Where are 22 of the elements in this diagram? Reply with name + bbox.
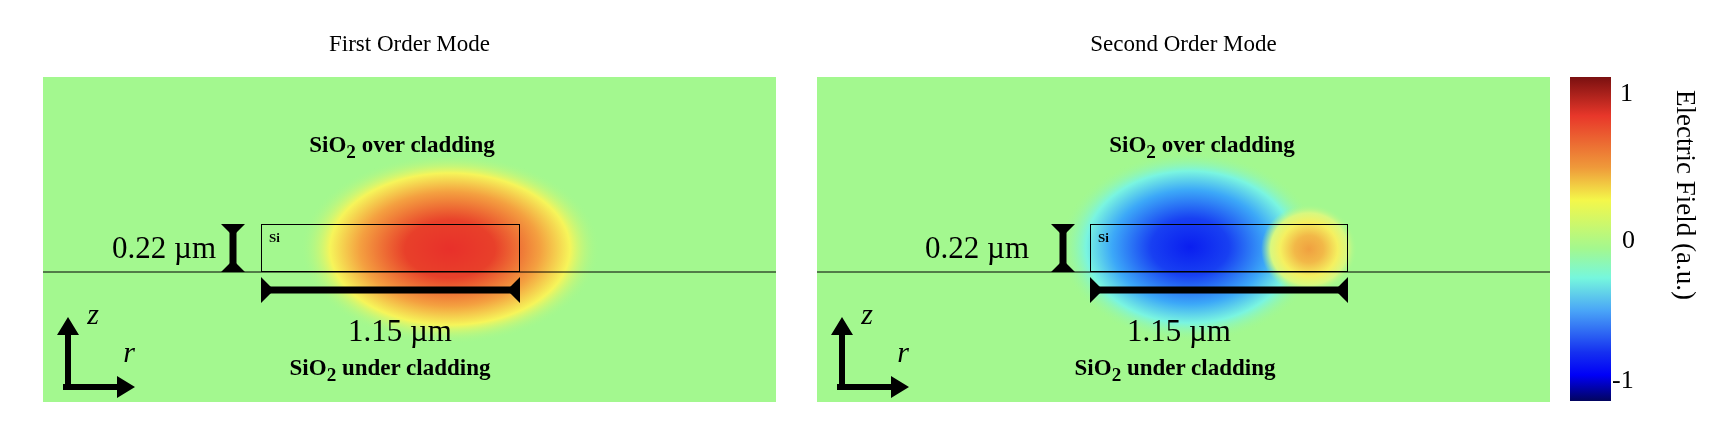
- waveguide-box: [1090, 224, 1348, 272]
- axis-label: r: [897, 337, 909, 367]
- dimension-label: 0.22 µm: [112, 231, 216, 263]
- axis-label: z: [861, 299, 873, 329]
- tick-label: 0: [1622, 227, 1635, 253]
- dimension-label: 1.15 µm: [1127, 314, 1231, 346]
- region-label: SiO$_{2}$ over cladding: [1109, 133, 1295, 161]
- region-label: SiO$_{2}$ under cladding: [1074, 356, 1276, 384]
- dimension-label: 0.22 µm: [925, 231, 1029, 263]
- dimension-label: 1.15 µm: [348, 314, 452, 346]
- tick-label: 1: [1620, 80, 1633, 106]
- region-label: SiO$_{2}$ under cladding: [289, 356, 491, 384]
- tick-label: -1: [1612, 367, 1634, 393]
- panel-title: Second Order Mode: [1089, 31, 1278, 57]
- colorbar-label: Electric Field (a.u.): [1672, 90, 1699, 300]
- material-label: Si: [1098, 230, 1109, 246]
- axis-label: r: [123, 337, 135, 367]
- region-label: SiO$_{2}$ over cladding: [309, 133, 495, 161]
- panel-title: First Order Mode: [328, 31, 491, 57]
- waveguide-box: [261, 224, 520, 272]
- axis-label: z: [87, 299, 99, 329]
- material-label: Si: [269, 230, 280, 246]
